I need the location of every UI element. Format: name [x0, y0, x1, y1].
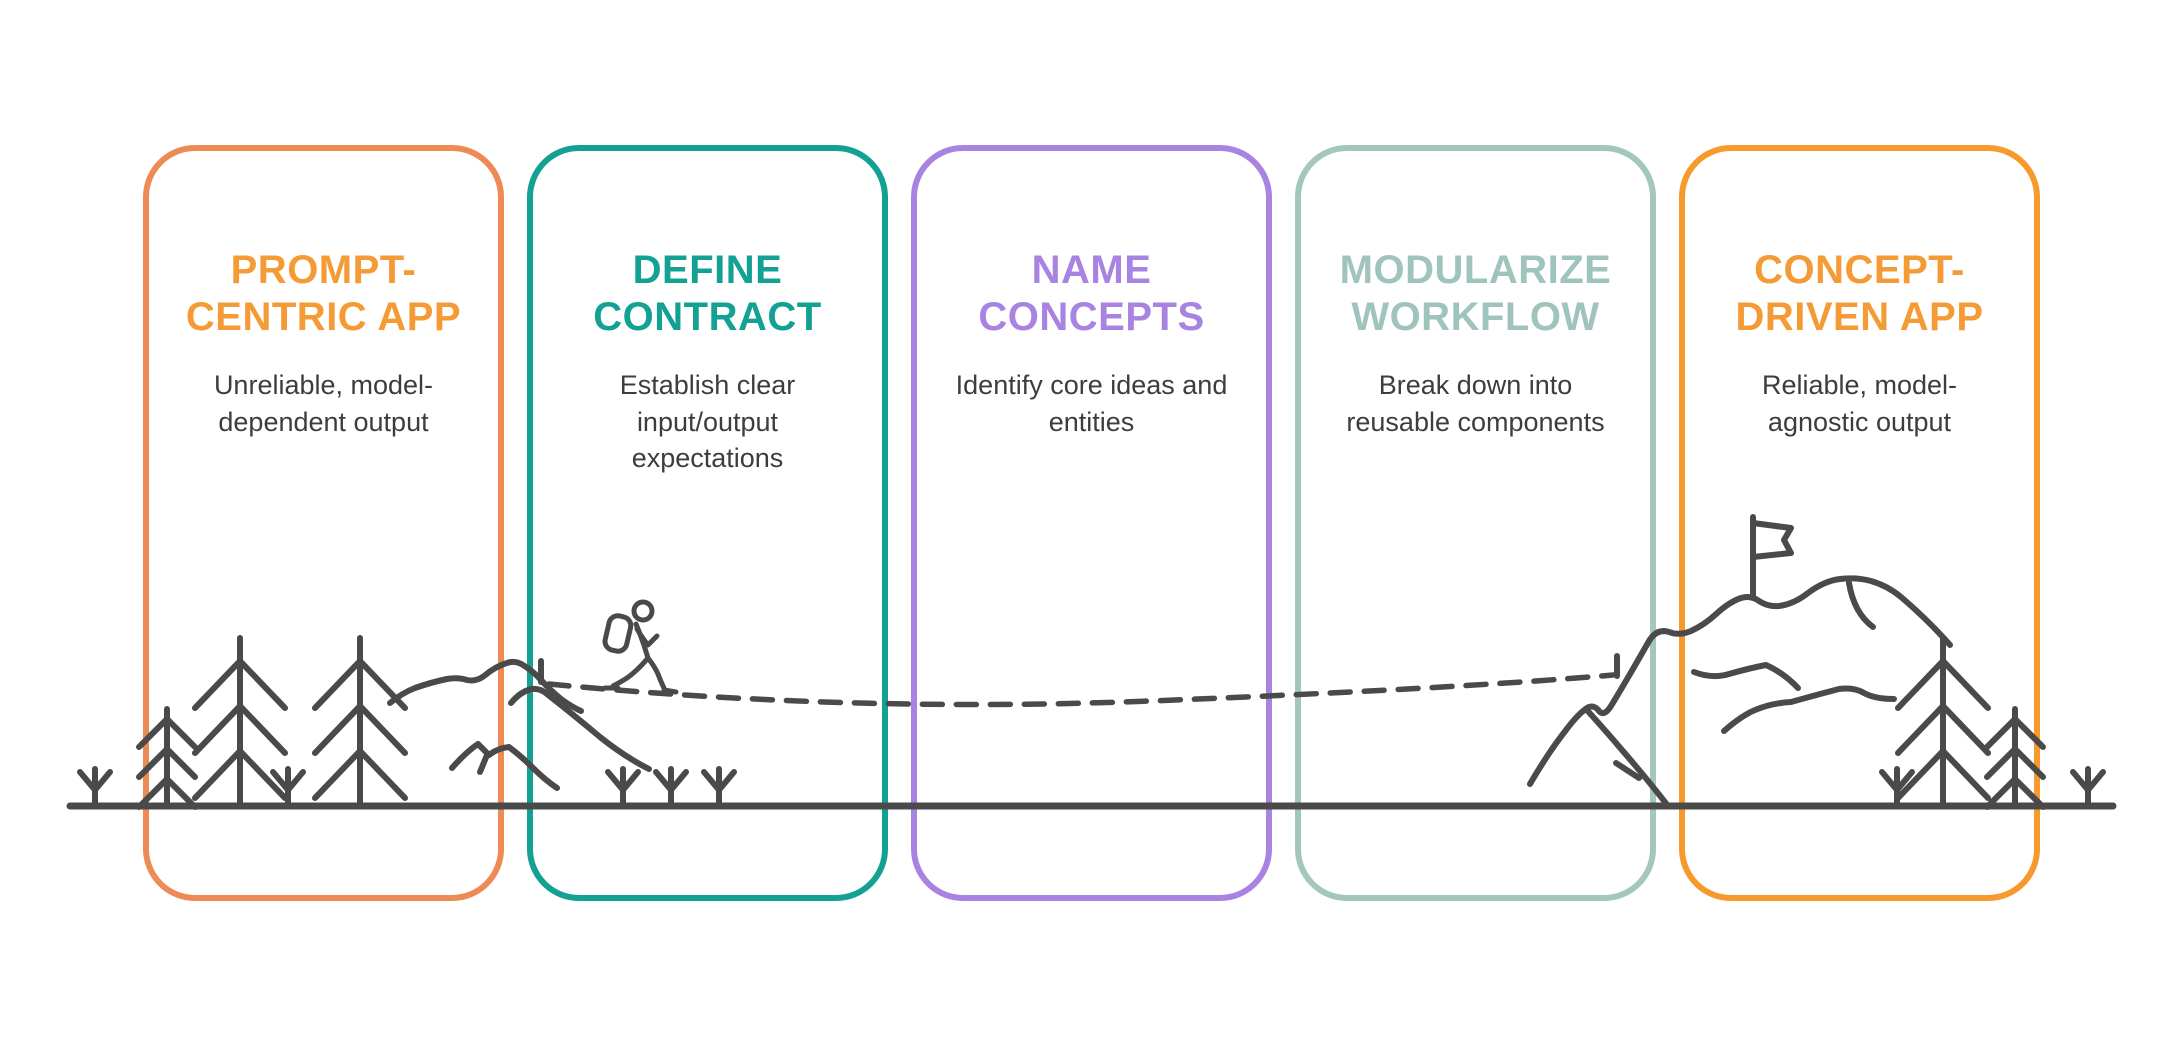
card-modularize-workflow: MODULARIZE WORKFLOW Break down into reus… — [1295, 145, 1656, 901]
card-description: Break down into reusable components — [1346, 370, 1605, 437]
card-title: MODULARIZE WORKFLOW — [1339, 248, 1612, 340]
sprout-icon — [2073, 769, 2103, 806]
card-title: PROMPT- CENTRIC APP — [185, 248, 462, 340]
card-title: CONCEPT- DRIVEN APP — [1735, 248, 1984, 340]
card-title: DEFINE CONTRACT — [593, 248, 822, 340]
card-description: Establish clear input/output expectation… — [619, 370, 796, 474]
card-description: Identify core ideas and entities — [955, 370, 1228, 437]
card-define-contract: DEFINE CONTRACT Establish clear input/ou… — [527, 145, 888, 901]
sprout-icon — [80, 769, 110, 806]
card-description: Reliable, model- agnostic output — [1761, 370, 1958, 437]
card-concept-driven-app: CONCEPT- DRIVEN APP Reliable, model- agn… — [1679, 145, 2040, 901]
card-prompt-centric-app: PROMPT- CENTRIC APP Unreliable, model- d… — [143, 145, 504, 901]
card-description: Unreliable, model- dependent output — [213, 370, 434, 437]
card-title: NAME CONCEPTS — [978, 248, 1205, 340]
card-name-concepts: NAME CONCEPTS Identify core ideas and en… — [911, 145, 1272, 901]
